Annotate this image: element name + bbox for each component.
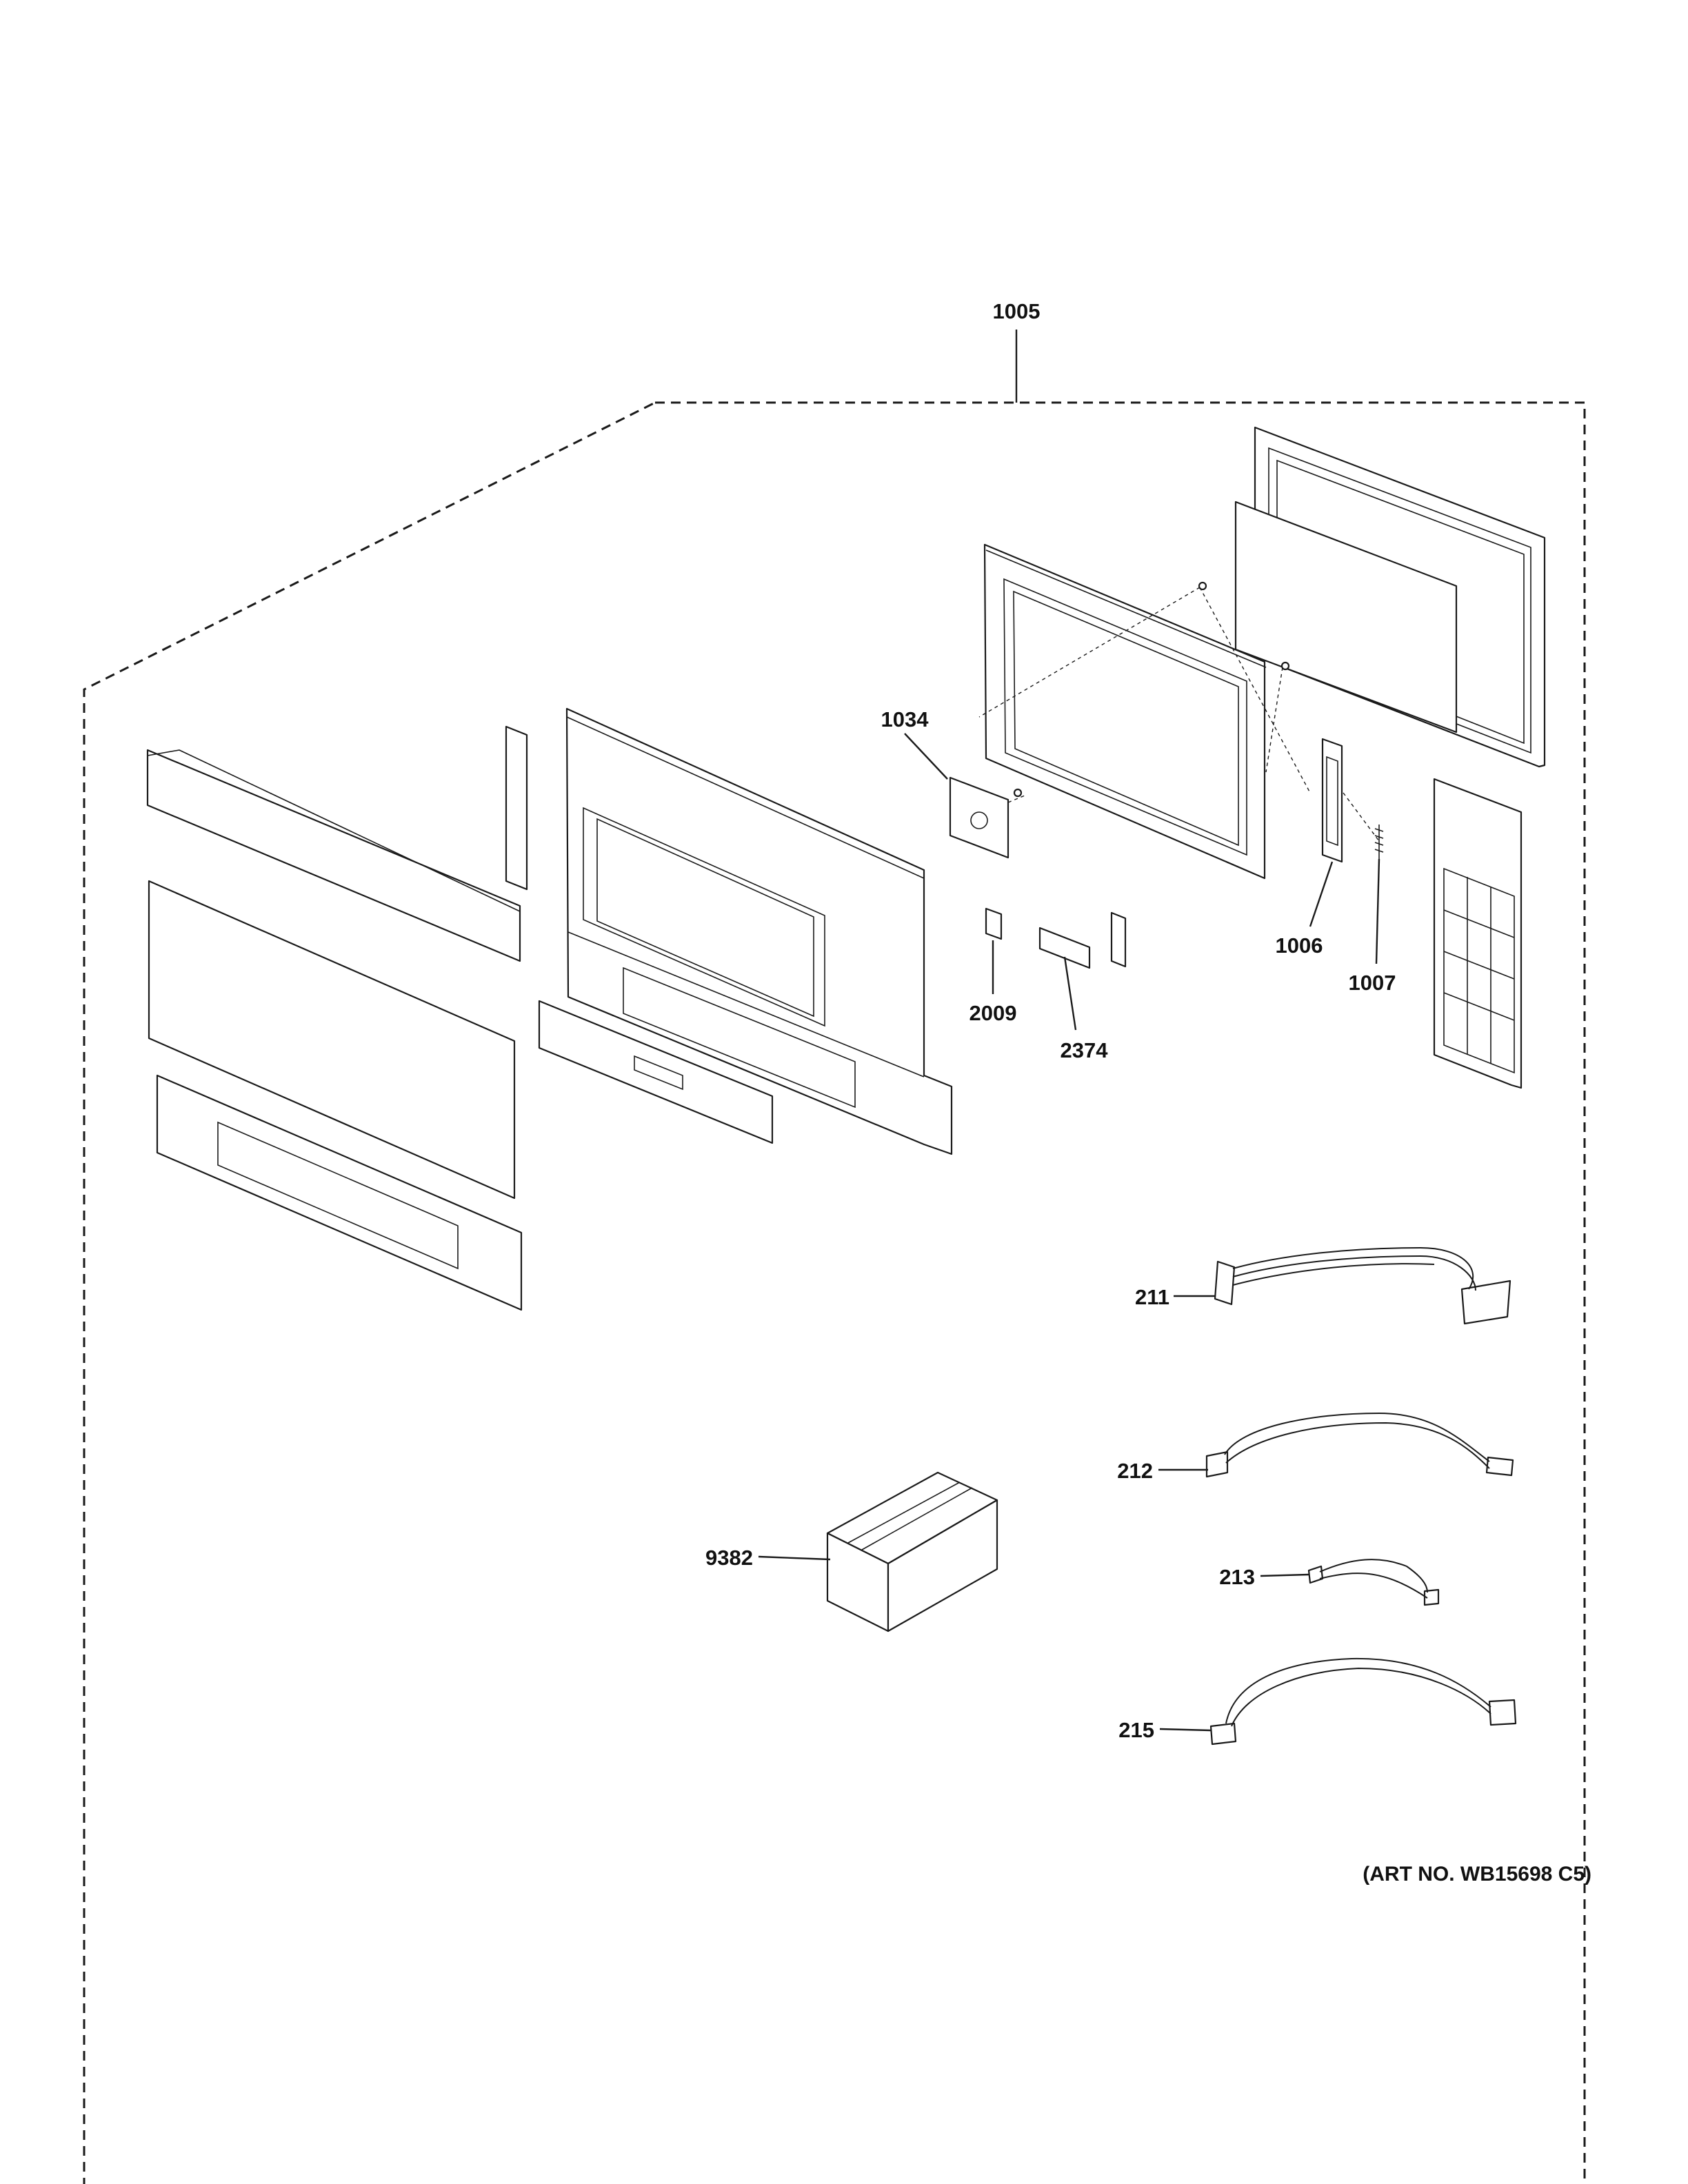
door-spring: [1374, 825, 1384, 859]
screw-hardware: [1013, 581, 1290, 798]
art-number: (ART NO. WB15698 C5): [1363, 1863, 1591, 1885]
service-kit-carton: [826, 1471, 998, 1632]
callout-212: 212: [1117, 1459, 1153, 1483]
callout-215: 215: [1118, 1718, 1154, 1742]
wire-harness-215: [1209, 1657, 1517, 1746]
callout-2374: 2374: [1061, 1038, 1109, 1062]
callout-1007: 1007: [1349, 971, 1396, 995]
leader-lines: [758, 733, 1380, 1732]
top-grille-panel: [146, 749, 521, 962]
callout-1005: 1005: [993, 299, 1041, 323]
door-inner-frame: [978, 543, 1311, 880]
touch-panel-overlay: [538, 1000, 774, 1144]
callout-1006: 1006: [1276, 933, 1323, 958]
small-components: [985, 907, 1127, 969]
door-glass-panel: [1234, 501, 1458, 734]
wire-harness-211: [1214, 1246, 1511, 1325]
wire-harness-213: [1307, 1559, 1440, 1606]
bottom-trim-panel: [156, 1074, 523, 1311]
callout-9382: 9382: [705, 1546, 753, 1570]
callout-1034: 1034: [881, 707, 930, 731]
hinge-bracket: [1321, 738, 1380, 863]
callout-2009: 2009: [969, 1001, 1017, 1025]
control-panel-housing: [565, 707, 953, 1155]
front-panel: [148, 880, 516, 1200]
wire-harness-212: [1205, 1412, 1514, 1478]
callout-211: 211: [1135, 1285, 1169, 1309]
control-board: [949, 776, 1025, 859]
kit-boundary: [83, 330, 1586, 2184]
trim-strip: [505, 725, 528, 891]
side-vent-panel: [1433, 778, 1523, 1089]
callout-213: 213: [1219, 1565, 1255, 1589]
